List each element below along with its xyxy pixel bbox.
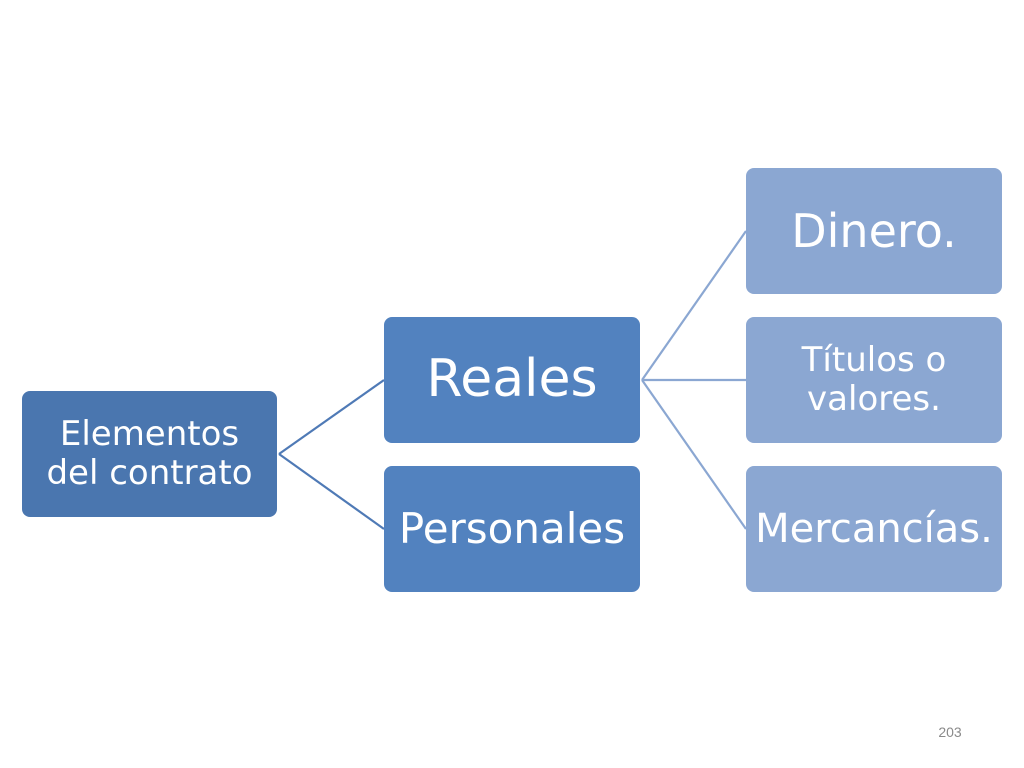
- node-label: Personales: [398, 503, 626, 553]
- node-dinero: Dinero.: [746, 168, 1002, 294]
- node-label: Elementos del contrato: [46, 413, 253, 493]
- connector-root-personales: [278, 453, 385, 530]
- node-elementos-del-contrato: Elementos del contrato: [22, 391, 277, 517]
- node-label: Mercancías.: [755, 506, 993, 552]
- connector-reales-dinero: [641, 230, 747, 381]
- node-personales: Personales: [384, 466, 640, 592]
- node-label: Títulos o valores.: [801, 339, 947, 419]
- node-label: Reales: [426, 349, 598, 410]
- page-number: 203: [938, 724, 962, 740]
- connector-reales-mercancias: [641, 379, 747, 530]
- node-mercancias: Mercancías.: [746, 466, 1002, 592]
- connector-root-reales: [278, 379, 385, 455]
- node-reales: Reales: [384, 317, 640, 443]
- node-titulos-o-valores: Títulos o valores.: [746, 317, 1002, 443]
- node-label: Dinero.: [791, 203, 957, 258]
